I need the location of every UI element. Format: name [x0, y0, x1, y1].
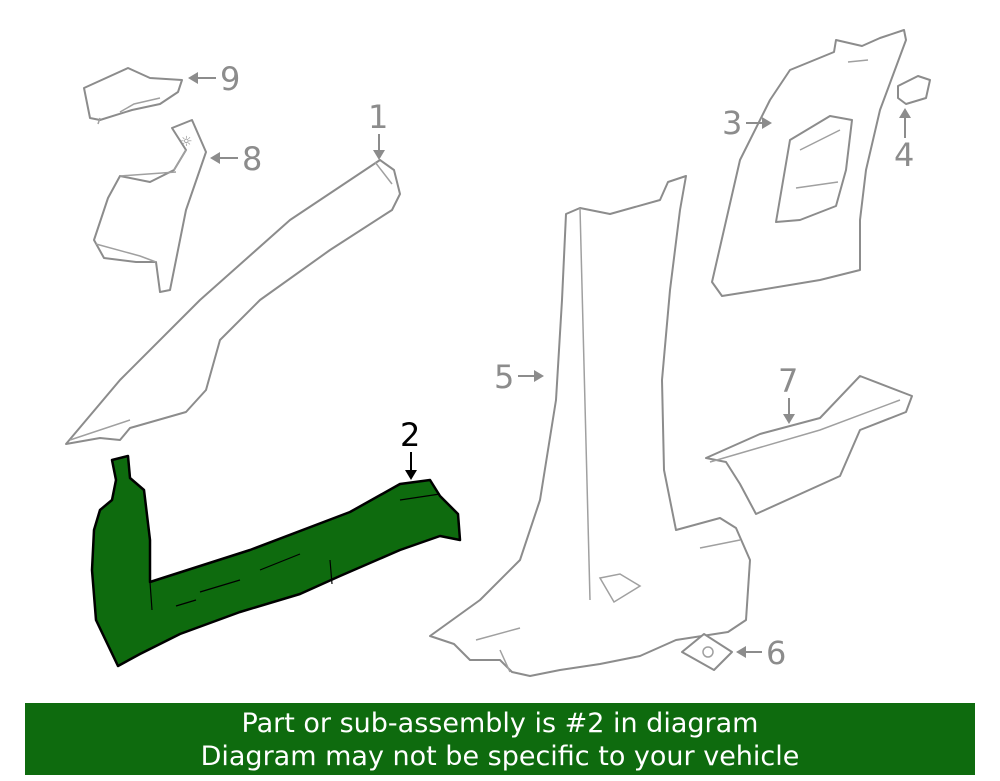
info-banner: Part or sub-assembly is #2 in diagram Di…	[25, 703, 975, 775]
part-4-clip	[897, 75, 931, 105]
svg-text:9: 9	[220, 60, 240, 98]
callout-6: 6	[736, 634, 786, 672]
part-9-cover	[83, 67, 183, 125]
part-8-trim: ☼	[93, 119, 207, 293]
svg-text:6: 6	[766, 634, 786, 672]
part-2-highlighted-trim	[90, 454, 462, 668]
banner-line-1: Part or sub-assembly is #2 in diagram	[241, 708, 759, 739]
part-7-scuff-plate	[705, 375, 913, 515]
svg-text:8: 8	[242, 140, 262, 178]
part-5-pillar-trim-lower	[429, 175, 751, 677]
svg-text:3: 3	[722, 104, 742, 142]
svg-text:5: 5	[494, 358, 514, 396]
callout-4: 4	[894, 108, 914, 174]
svg-text:1: 1	[368, 98, 388, 136]
callout-8: 8	[210, 140, 262, 178]
callout-5: 5	[494, 358, 544, 396]
callout-1: 1	[368, 98, 388, 160]
svg-text:☼: ☼	[180, 134, 193, 150]
svg-text:2: 2	[400, 416, 420, 454]
part-1-a-pillar-trim	[65, 159, 401, 445]
part-6-clip	[681, 633, 733, 671]
svg-text:7: 7	[778, 362, 798, 400]
banner-line-2: Diagram may not be specific to your vehi…	[200, 741, 800, 772]
part-3-pillar-trim-upper	[711, 29, 907, 297]
callout-3: 3	[722, 104, 772, 142]
callout-2: 2	[400, 416, 420, 480]
callout-7: 7	[778, 362, 798, 424]
svg-text:4: 4	[894, 136, 914, 174]
parts-diagram: ☼ 1 2	[65, 29, 931, 677]
callout-9: 9	[188, 60, 240, 98]
